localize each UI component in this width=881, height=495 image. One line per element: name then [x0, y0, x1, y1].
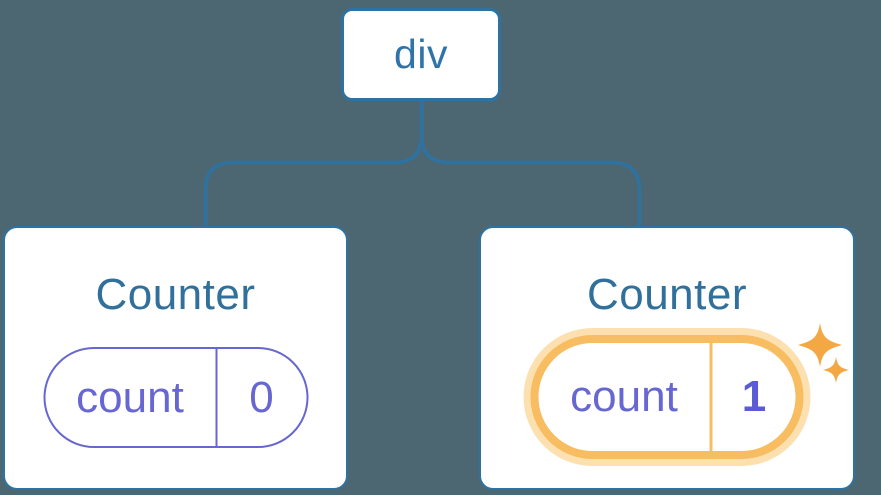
counter-card-right: Counter count 1	[479, 226, 855, 490]
state-pill-value: 1	[741, 372, 767, 421]
counter-title: Counter	[95, 270, 256, 319]
state-pill-count-0: count 0	[43, 347, 308, 448]
counter-title: Counter	[586, 270, 748, 319]
state-pill-count-1-highlighted: count 1	[530, 335, 804, 459]
sparkles-icon	[798, 323, 849, 383]
counter-card-left: Counter count 0	[3, 226, 348, 490]
tree-node-div-label: div	[394, 31, 448, 77]
state-pill-value: 0	[249, 372, 274, 422]
sparkle-small-icon	[823, 357, 849, 383]
tree-node-div: div	[341, 8, 501, 101]
connector-left-branch	[203, 101, 424, 227]
state-pill-label: count	[539, 343, 713, 451]
state-pill-label: count	[45, 349, 217, 446]
sparkle-large-icon	[798, 323, 842, 367]
connector-right-branch	[419, 101, 642, 227]
